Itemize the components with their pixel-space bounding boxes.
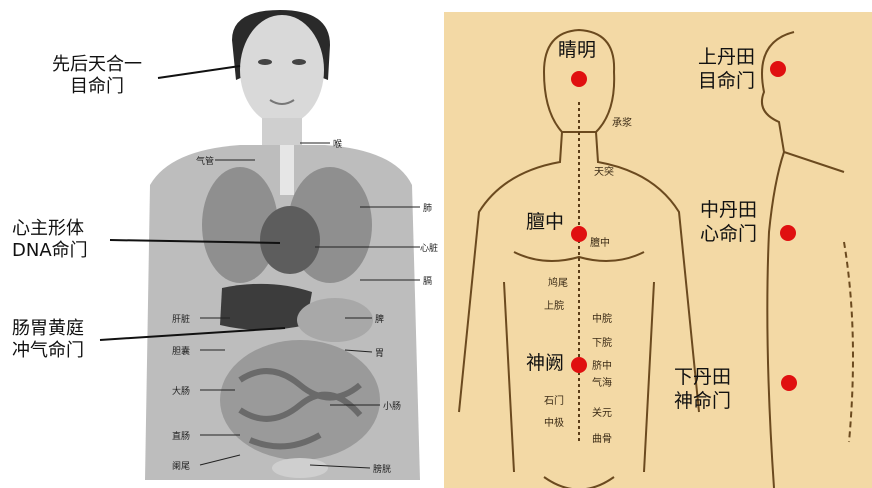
label-diaphragm: 膈	[423, 274, 432, 287]
label-qizhong: 脐中	[592, 357, 612, 372]
label-heart: 心脏	[420, 241, 438, 254]
label-qihai: 气海	[592, 374, 612, 389]
upper-dantian-line2: 目命门	[698, 69, 755, 93]
label-shimen: 石门	[544, 392, 564, 407]
dot-danzhong	[571, 226, 587, 242]
label-shenque: 神阙	[526, 351, 564, 375]
dot-middle-dantian	[780, 225, 796, 241]
label-danzhong-small: 膻中	[590, 234, 610, 249]
dot-shenque	[571, 357, 587, 373]
label-jiuwei: 鸠尾	[548, 274, 568, 289]
label-lung: 肺	[423, 201, 432, 214]
label-stomach: 胃	[375, 346, 384, 359]
label-liver: 肝脏	[172, 312, 190, 325]
acupoint-panel: 睛明 膻中 神阙 上丹田 目命门 中丹田 心命门 下丹田 神命门 承浆 天突 膻…	[444, 12, 872, 488]
middle-dantian-label: 中丹田 心命门	[700, 198, 757, 246]
label-spleen: 脾	[375, 312, 384, 325]
dot-jingming	[571, 71, 587, 87]
label-trachea: 气管	[196, 154, 214, 167]
heart-annotation-line1: 心主形体	[12, 218, 88, 240]
label-small-intestine: 小肠	[383, 399, 401, 412]
label-xiawan: 下脘	[592, 334, 612, 349]
label-danzhong: 膻中	[526, 210, 564, 234]
label-qugu: 曲骨	[592, 430, 612, 445]
heart-annotation: 心主形体 DNA命门	[12, 218, 88, 262]
label-chengjiang: 承浆	[612, 114, 632, 129]
head-annotation-line1: 先后天合一	[42, 54, 152, 76]
lower-dantian-line1: 下丹田	[674, 365, 731, 389]
upper-dantian-line1: 上丹田	[698, 45, 755, 69]
head-annotation: 先后天合一 目命门	[42, 54, 152, 98]
head-annotation-line2: 目命门	[42, 76, 152, 98]
dot-lower-dantian	[781, 375, 797, 391]
lower-dantian-line2: 神命门	[674, 389, 731, 413]
acupoint-illustration	[444, 12, 872, 488]
lower-dantian-label: 下丹田 神命门	[674, 365, 731, 413]
label-zhongwan: 中脘	[592, 310, 612, 325]
gut-annotation: 肠胃黄庭 冲气命门	[12, 318, 84, 362]
label-throat: 喉	[333, 137, 342, 150]
label-rectum: 直肠	[172, 429, 190, 442]
middle-dantian-line2: 心命门	[700, 222, 757, 246]
dot-upper-dantian	[770, 61, 786, 77]
upper-dantian-label: 上丹田 目命门	[698, 45, 755, 93]
label-tiantu: 天突	[594, 163, 614, 178]
label-large-intestine: 大肠	[172, 384, 190, 397]
gut-annotation-line2: 冲气命门	[12, 340, 84, 362]
label-bladder: 膀胱	[373, 462, 391, 475]
label-guanyuan: 关元	[592, 404, 612, 419]
heart-annotation-line2: DNA命门	[12, 240, 88, 262]
label-appendix: 阑尾	[172, 459, 190, 472]
label-gallbladder: 胆囊	[172, 344, 190, 357]
label-shangwan: 上脘	[544, 297, 564, 312]
gut-annotation-line1: 肠胃黄庭	[12, 318, 84, 340]
anatomy-panel: 先后天合一 目命门 心主形体 DNA命门 肠胃黄庭 冲气命门 喉 气管 肺 心脏…	[0, 0, 440, 488]
label-jingming: 睛明	[558, 38, 596, 62]
label-zhongji: 中极	[544, 414, 564, 429]
middle-dantian-line1: 中丹田	[700, 198, 757, 222]
